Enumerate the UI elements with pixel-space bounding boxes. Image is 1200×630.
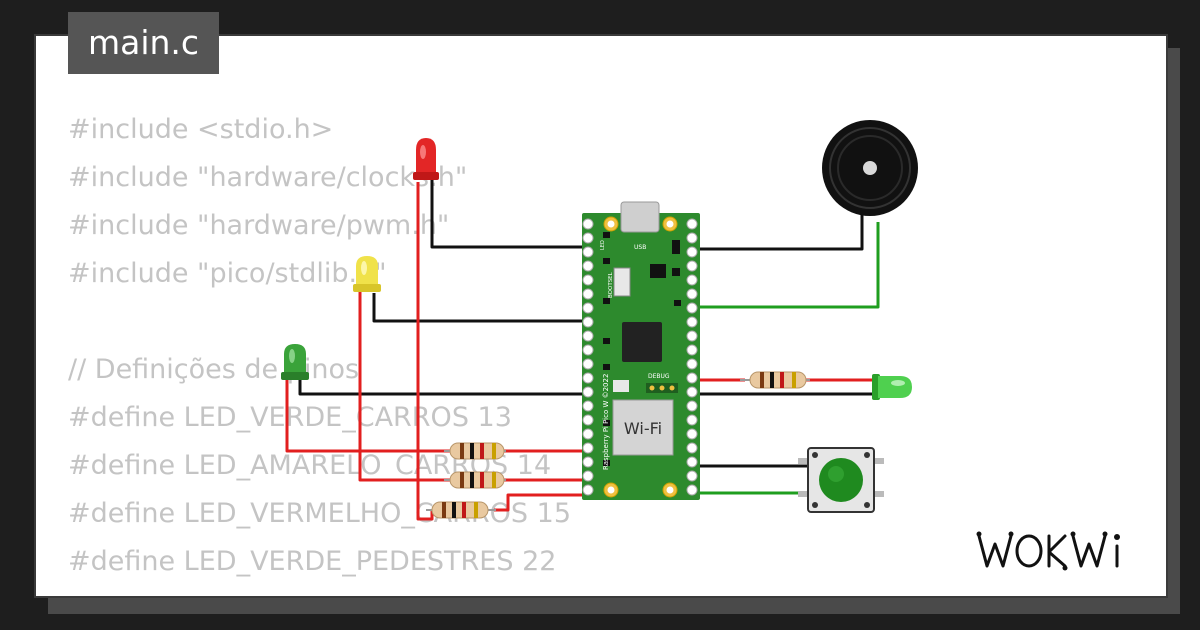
code-line: #include "pico/stdlib.h": [68, 258, 387, 289]
regulator-chip: [650, 264, 666, 278]
code-line: #include <stdio.h>: [68, 114, 334, 145]
resistor-2: [444, 471, 506, 489]
rp2040-chip: [622, 322, 662, 362]
code-line: #define BUZZER 28: [68, 586, 571, 596]
yellow-led: [353, 256, 381, 292]
wire-buzzer-neg: [692, 210, 864, 251]
wire-red-led-cathode: [430, 180, 586, 249]
left-pin-header: [582, 218, 594, 496]
pushbutton: [798, 447, 884, 513]
bootsel-button: [613, 267, 631, 297]
resistor-3: [426, 501, 496, 519]
usb-silk: USB: [634, 244, 646, 251]
wire-res3-board: [494, 493, 586, 512]
resistor-4: [740, 371, 810, 389]
red-led: [413, 138, 439, 180]
led-silk: LED: [600, 240, 606, 250]
code-line: #define LED_VERDE_CARROS 13: [68, 402, 512, 433]
wokwi-logo[interactable]: [975, 526, 1150, 576]
small-component: [613, 380, 629, 392]
wire-green-led-cathode: [298, 380, 586, 396]
code-preview: #include <stdio.h>#include "hardware/clo…: [68, 106, 571, 596]
wire-buzzer-pos: [692, 222, 880, 309]
wifi-label: Wi-Fi: [624, 419, 662, 438]
green-pedestrian-led: [872, 374, 912, 400]
wires: [285, 180, 880, 521]
usb-connector: [620, 201, 660, 233]
green-led: [281, 344, 309, 380]
wire-green-led-anode: [285, 380, 450, 453]
pico-w-board: Wi-Fi LED USB BOOTSEL DEBUG Raspberry Pi…: [582, 201, 700, 500]
code-line: #include "hardware/pwm.h": [68, 210, 450, 241]
wire-yellow-led-cathode: [372, 293, 586, 323]
wifi-module: [612, 399, 674, 456]
bootsel-silk: BOOTSEL: [608, 271, 614, 298]
resistor-1: [444, 442, 506, 460]
wire-yellow-led-anode: [358, 290, 450, 482]
buzzer: [822, 120, 918, 216]
code-line: #define LED_VERDE_PEDESTRES 22: [68, 546, 557, 577]
wire-red-led-anode: [416, 182, 434, 521]
debug-silk: DEBUG: [648, 373, 670, 380]
board-name: Raspberry Pi Pico W ©2022: [602, 374, 610, 470]
right-pin-header: [686, 218, 698, 496]
file-tab[interactable]: main.c: [68, 12, 219, 74]
